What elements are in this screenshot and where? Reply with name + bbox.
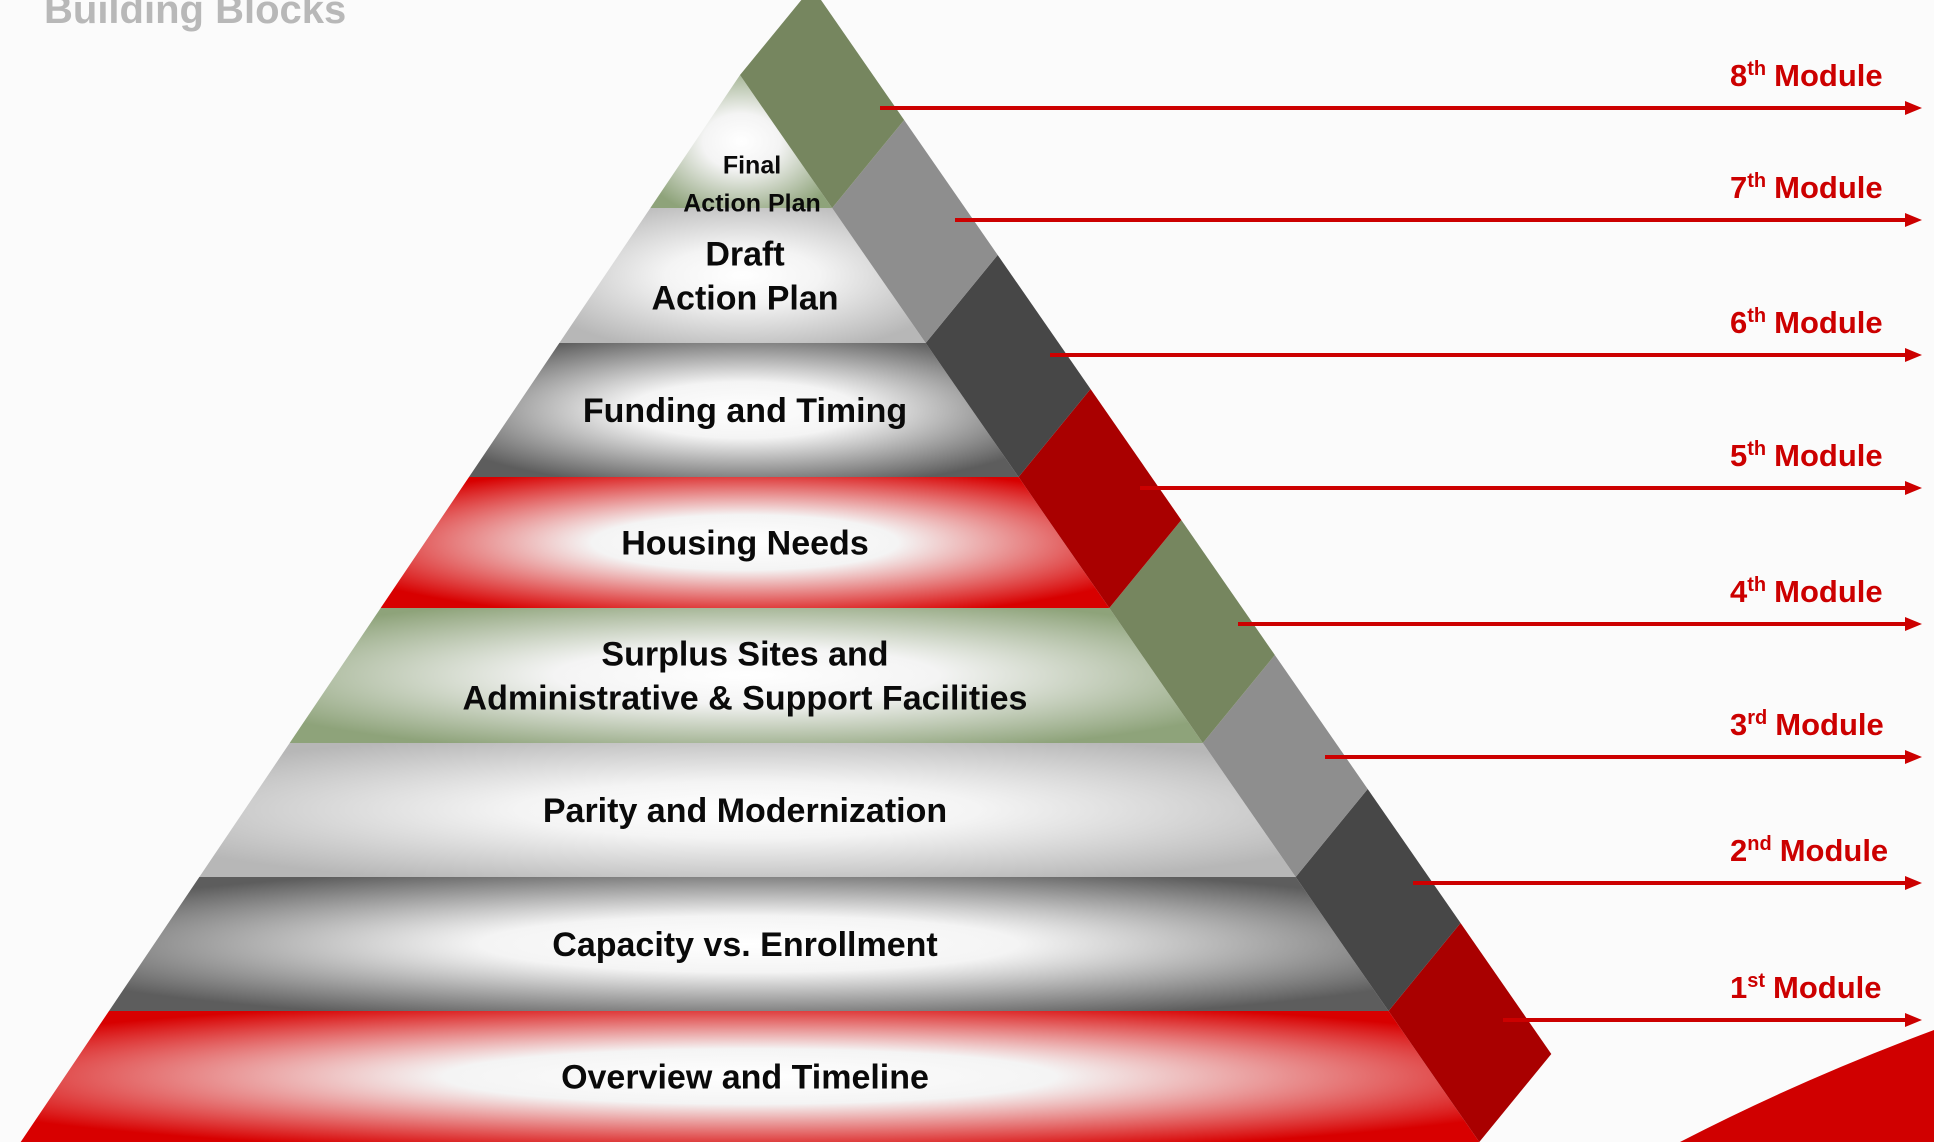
module-word: Module: [1775, 707, 1884, 742]
page-title: Building Blocks: [44, 0, 347, 32]
module-number: 4: [1730, 574, 1748, 609]
module-1-arrow-head: [1905, 1013, 1922, 1027]
pyramid-layer-3: [199, 743, 1296, 877]
layer-8-label-line-2: Action Plan: [683, 189, 821, 217]
module-3-label: 3rd Module: [1730, 707, 1884, 742]
pyramid-layer-5: [380, 477, 1110, 608]
module-word: Module: [1773, 970, 1882, 1005]
layer-6-label-line-1: Funding and Timing: [583, 392, 907, 430]
module-4-arrow-head: [1905, 617, 1922, 631]
pyramid-layer-6: [468, 343, 1019, 477]
module-number: 5: [1730, 438, 1747, 473]
module-8-label: 8th Module: [1730, 58, 1883, 93]
module-1-label: 1st Module: [1730, 970, 1882, 1005]
module-word: Module: [1774, 58, 1883, 93]
pyramid-layer-2: [108, 877, 1389, 1011]
pyramid-side-3: [1202, 655, 1368, 877]
module-ordinal-suffix: th: [1747, 58, 1766, 80]
module-4-label: 4th Module: [1730, 574, 1883, 609]
pyramid-side-7: [832, 120, 998, 343]
module-ordinal-suffix: th: [1747, 574, 1766, 596]
layer-2-label-line-1: Capacity vs. Enrollment: [552, 926, 937, 964]
module-word: Module: [1774, 305, 1883, 340]
module-number: 2: [1730, 833, 1747, 868]
pyramid-layer-4: [289, 608, 1203, 743]
module-number: 8: [1730, 58, 1747, 93]
pyramid-side-5: [1018, 389, 1182, 608]
module-number: 7: [1730, 170, 1747, 205]
layer-7-label-line-2: Action Plan: [651, 279, 838, 317]
pyramid-side-1: [1388, 923, 1552, 1142]
module-ordinal-suffix: th: [1747, 305, 1766, 327]
module-5-label: 5th Module: [1730, 438, 1883, 473]
layer-8-label-line-1: Final: [723, 151, 781, 179]
module-6-label: 6th Module: [1730, 305, 1883, 340]
module-2-arrow-head: [1905, 876, 1922, 890]
module-number: 3: [1730, 707, 1747, 742]
module-2-label: 2nd Module: [1730, 833, 1888, 868]
module-number: 1: [1730, 970, 1747, 1005]
pyramid-layer-7: [559, 208, 926, 343]
module-number: 6: [1730, 305, 1747, 340]
module-5-arrow-head: [1905, 481, 1922, 495]
module-3-arrow-head: [1905, 750, 1922, 764]
module-ordinal-suffix: th: [1747, 170, 1766, 192]
layer-3-label-line-1: Parity and Modernization: [543, 792, 947, 830]
module-word: Module: [1774, 170, 1883, 205]
module-8-arrow-head: [1905, 101, 1922, 115]
layer-4-label-line-2: Administrative & Support Facilities: [463, 679, 1028, 717]
pyramid-side-4: [1109, 520, 1275, 743]
pyramid-layer-1: [20, 1011, 1480, 1142]
pyramid-layer-8: [650, 75, 833, 208]
module-6-arrow-head: [1905, 348, 1922, 362]
module-ordinal-suffix: rd: [1747, 707, 1767, 729]
layer-4-label-line-1: Surplus Sites and: [601, 635, 888, 673]
module-ordinal-suffix: nd: [1747, 833, 1771, 855]
pyramid-side-6: [925, 255, 1091, 477]
module-word: Module: [1774, 438, 1883, 473]
module-word: Module: [1780, 833, 1889, 868]
module-7-arrow-head: [1905, 213, 1922, 227]
module-7-label: 7th Module: [1730, 170, 1883, 205]
layer-1-label-line-1: Overview and Timeline: [561, 1058, 929, 1096]
pyramid-side-2: [1295, 789, 1461, 1011]
layer-7-label-line-1: Draft: [705, 235, 784, 273]
module-ordinal-suffix: th: [1747, 438, 1766, 460]
layer-5-label-line-1: Housing Needs: [621, 524, 868, 562]
module-ordinal-suffix: st: [1747, 970, 1765, 992]
pyramid-side-8: [740, 0, 905, 208]
module-word: Module: [1774, 574, 1883, 609]
